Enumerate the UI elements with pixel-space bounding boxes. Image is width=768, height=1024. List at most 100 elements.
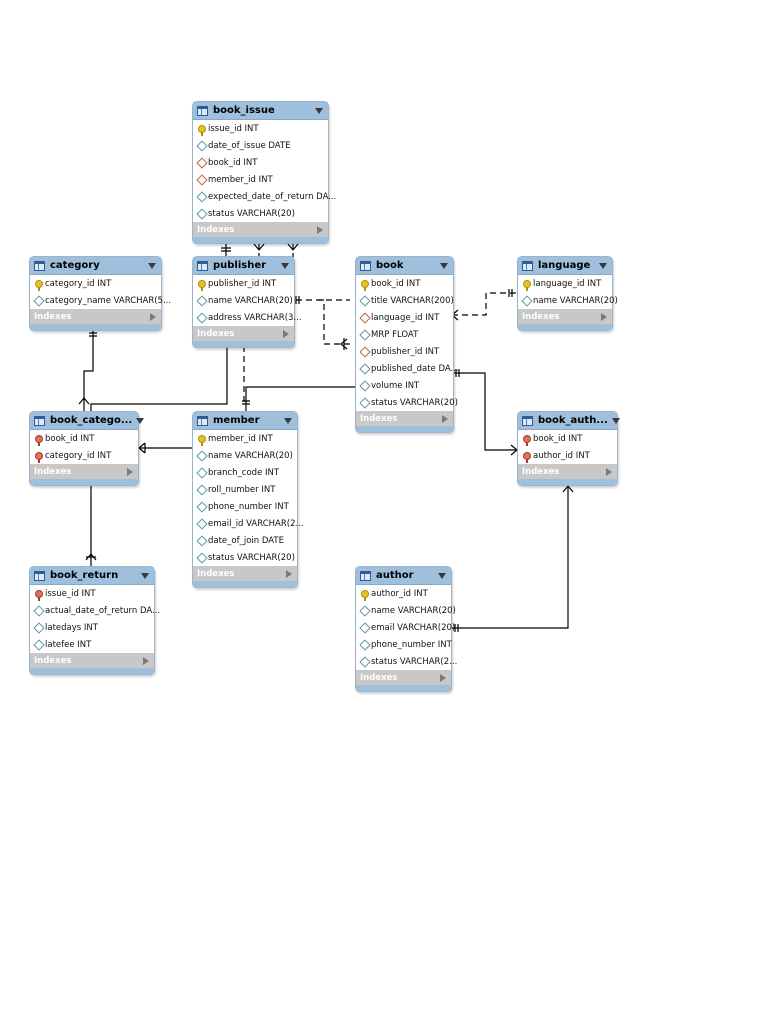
table-header[interactable]: publisher xyxy=(193,257,294,275)
column-row[interactable]: member_id INT xyxy=(193,430,297,447)
expand-arrow-icon[interactable] xyxy=(283,329,289,338)
collapse-caret-icon[interactable] xyxy=(136,417,145,424)
expand-arrow-icon[interactable] xyxy=(286,569,292,578)
indexes-section[interactable]: Indexes xyxy=(30,309,161,324)
table-header[interactable]: book_auth... xyxy=(518,412,620,430)
expand-arrow-icon[interactable] xyxy=(606,467,612,476)
table-header[interactable]: book_catego... xyxy=(30,412,145,430)
indexes-section[interactable]: Indexes xyxy=(356,411,453,426)
collapse-caret-icon[interactable] xyxy=(599,262,607,269)
column-row[interactable]: name VARCHAR(20) xyxy=(193,447,297,464)
column-row[interactable]: MRP FLOAT xyxy=(356,326,453,343)
column-row[interactable]: latefee INT xyxy=(30,636,154,653)
column-row[interactable]: phone_number INT xyxy=(193,498,297,515)
column-row[interactable]: language_id INT xyxy=(518,275,612,292)
table-header[interactable]: member xyxy=(193,412,297,430)
indexes-section[interactable]: Indexes xyxy=(193,326,294,341)
expand-arrow-icon[interactable] xyxy=(150,312,156,321)
column-row[interactable]: book_id INT xyxy=(356,275,453,292)
column-row[interactable]: name VARCHAR(20) xyxy=(518,292,618,309)
expand-arrow-icon[interactable] xyxy=(442,414,448,423)
indexes-section[interactable]: Indexes xyxy=(518,309,612,324)
collapse-caret-icon[interactable] xyxy=(148,262,156,269)
column-label: status VARCHAR(20) xyxy=(371,397,458,408)
primary-key-icon xyxy=(197,434,206,446)
column-row[interactable]: title VARCHAR(200) xyxy=(356,292,454,309)
table-footer xyxy=(193,581,297,587)
column-icon xyxy=(32,621,45,634)
column-row[interactable]: volume INT xyxy=(356,377,453,394)
indexes-label: Indexes xyxy=(360,413,398,424)
column-row[interactable]: date_of_issue DATE xyxy=(193,137,328,154)
column-row[interactable]: issue_id INT xyxy=(193,120,328,137)
expand-arrow-icon[interactable] xyxy=(440,673,446,682)
column-row[interactable]: issue_id INT xyxy=(30,585,154,602)
column-row[interactable]: email VARCHAR(20) xyxy=(356,619,455,636)
column-row[interactable]: category_id INT xyxy=(30,275,161,292)
column-row[interactable]: author_id INT xyxy=(356,585,451,602)
column-row[interactable]: status VARCHAR(20) xyxy=(193,549,297,566)
column-icon xyxy=(358,328,371,341)
column-row[interactable]: status VARCHAR(20) xyxy=(356,394,458,411)
expand-arrow-icon[interactable] xyxy=(601,312,607,321)
expand-arrow-icon[interactable] xyxy=(127,467,133,476)
indexes-section[interactable]: Indexes xyxy=(30,653,154,668)
column-row[interactable]: branch_code INT xyxy=(193,464,297,481)
collapse-caret-icon[interactable] xyxy=(141,572,149,579)
indexes-section[interactable]: Indexes xyxy=(518,464,617,479)
collapse-caret-icon[interactable] xyxy=(611,417,620,424)
collapse-caret-icon[interactable] xyxy=(284,417,292,424)
column-row[interactable]: email_id VARCHAR(2... xyxy=(193,515,304,532)
column-row[interactable]: language_id INT xyxy=(356,309,453,326)
collapse-caret-icon[interactable] xyxy=(438,572,446,579)
column-row[interactable]: address VARCHAR(3... xyxy=(193,309,302,326)
expand-arrow-icon[interactable] xyxy=(317,225,323,234)
table-header[interactable]: author xyxy=(356,567,451,585)
table-header[interactable]: book xyxy=(356,257,453,275)
column-row[interactable]: status VARCHAR(2... xyxy=(356,653,457,670)
column-row[interactable]: publisher_id INT xyxy=(356,343,453,360)
column-row[interactable]: name VARCHAR(20) xyxy=(356,602,456,619)
column-row[interactable]: roll_number INT xyxy=(193,481,297,498)
column-row[interactable]: book_id INT xyxy=(30,430,138,447)
column-row[interactable]: phone_number INT xyxy=(356,636,452,653)
column-row[interactable]: author_id INT xyxy=(518,447,617,464)
collapse-caret-icon[interactable] xyxy=(281,262,289,269)
expand-arrow-icon[interactable] xyxy=(143,656,149,665)
one-mark xyxy=(508,289,513,297)
indexes-section[interactable]: Indexes xyxy=(193,566,297,581)
collapse-caret-icon[interactable] xyxy=(315,107,323,114)
indexes-section[interactable]: Indexes xyxy=(193,222,328,237)
table-header[interactable]: category xyxy=(30,257,161,275)
column-row[interactable]: date_of_join DATE xyxy=(193,532,297,549)
column-row[interactable]: book_id INT xyxy=(193,154,328,171)
column-row[interactable]: member_id INT xyxy=(193,171,328,188)
indexes-section[interactable]: Indexes xyxy=(356,670,451,685)
column-row[interactable]: status VARCHAR(20) xyxy=(193,205,328,222)
table-header[interactable]: book_issue xyxy=(193,102,328,120)
foreign-key-column-icon xyxy=(195,156,208,169)
column-row[interactable]: category_name VARCHAR(5... xyxy=(30,292,171,309)
table-header[interactable]: language xyxy=(518,257,612,275)
column-row[interactable]: category_id INT xyxy=(30,447,138,464)
column-row[interactable]: published_date DA... xyxy=(356,360,459,377)
collapse-caret-icon[interactable] xyxy=(440,262,448,269)
column-row[interactable]: latedays INT xyxy=(30,619,154,636)
column-row[interactable]: name VARCHAR(20) xyxy=(193,292,294,309)
column-row[interactable]: book_id INT xyxy=(518,430,617,447)
indexes-section[interactable]: Indexes xyxy=(30,464,138,479)
column-row[interactable]: publisher_id INT xyxy=(193,275,294,292)
column-row[interactable]: actual_date_of_return DA... xyxy=(30,602,160,619)
table-header[interactable]: book_return xyxy=(30,567,154,585)
column-row[interactable]: expected_date_of_return DA... xyxy=(193,188,336,205)
